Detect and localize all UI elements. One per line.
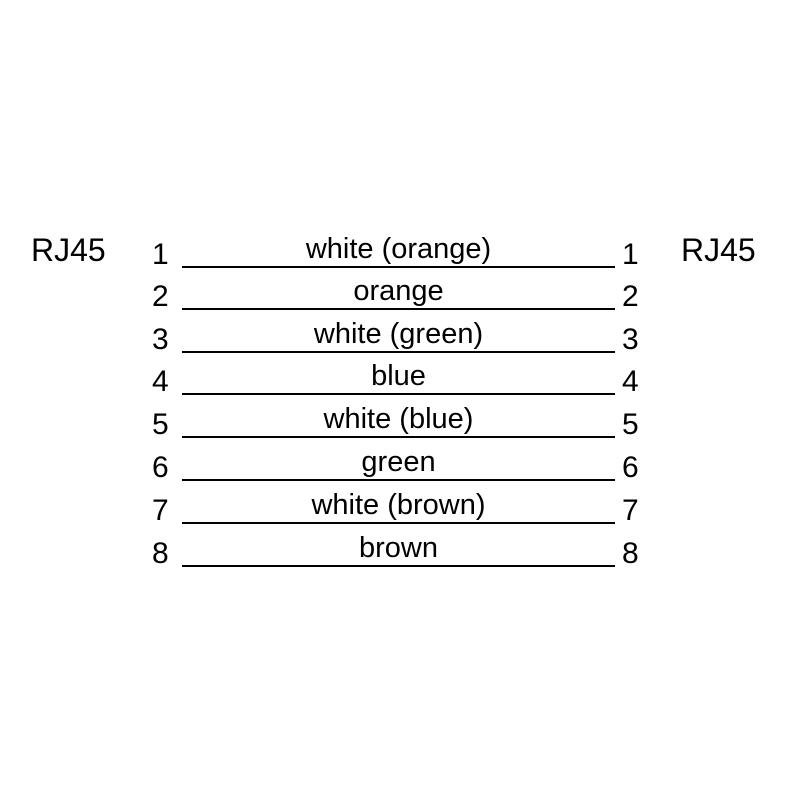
pin-number-left: 7: [152, 494, 169, 527]
wire-color-label: orange: [353, 275, 444, 307]
connector-label-right: RJ45: [681, 232, 756, 268]
pin-number-left: 3: [152, 323, 169, 356]
wire-line: [182, 266, 615, 268]
connector-label-left: RJ45: [31, 232, 106, 268]
pin-number-right: 2: [622, 280, 639, 313]
wire-line: [182, 565, 615, 567]
pin-number-right: 8: [622, 537, 639, 570]
wire-line: [182, 479, 615, 481]
pin-number-left: 5: [152, 408, 169, 441]
wire-color-label: white (brown): [311, 489, 486, 521]
pin-number-left: 4: [152, 365, 169, 398]
pin-number-right: 7: [622, 494, 639, 527]
pin-number-right: 4: [622, 365, 639, 398]
wire-line: [182, 308, 615, 310]
wire-line: [182, 351, 615, 353]
wire-line: [182, 522, 615, 524]
wire-color-label: white (orange): [305, 233, 492, 265]
wire-line: [182, 393, 615, 395]
wire-line: [182, 436, 615, 438]
wire-color-label: white (blue): [323, 403, 474, 435]
pin-number-left: 8: [152, 537, 169, 570]
pin-number-left: 2: [152, 280, 169, 313]
wire-color-label: green: [361, 446, 436, 478]
pin-number-right: 3: [622, 323, 639, 356]
pin-number-left: 1: [152, 238, 169, 271]
wire-color-label: blue: [371, 360, 426, 392]
pin-number-right: 5: [622, 408, 639, 441]
pin-number-right: 6: [622, 451, 639, 484]
pin-number-right: 1: [622, 238, 639, 271]
wire-color-label: brown: [359, 532, 438, 564]
wire-color-label: white (green): [313, 318, 484, 350]
pin-number-left: 6: [152, 451, 169, 484]
